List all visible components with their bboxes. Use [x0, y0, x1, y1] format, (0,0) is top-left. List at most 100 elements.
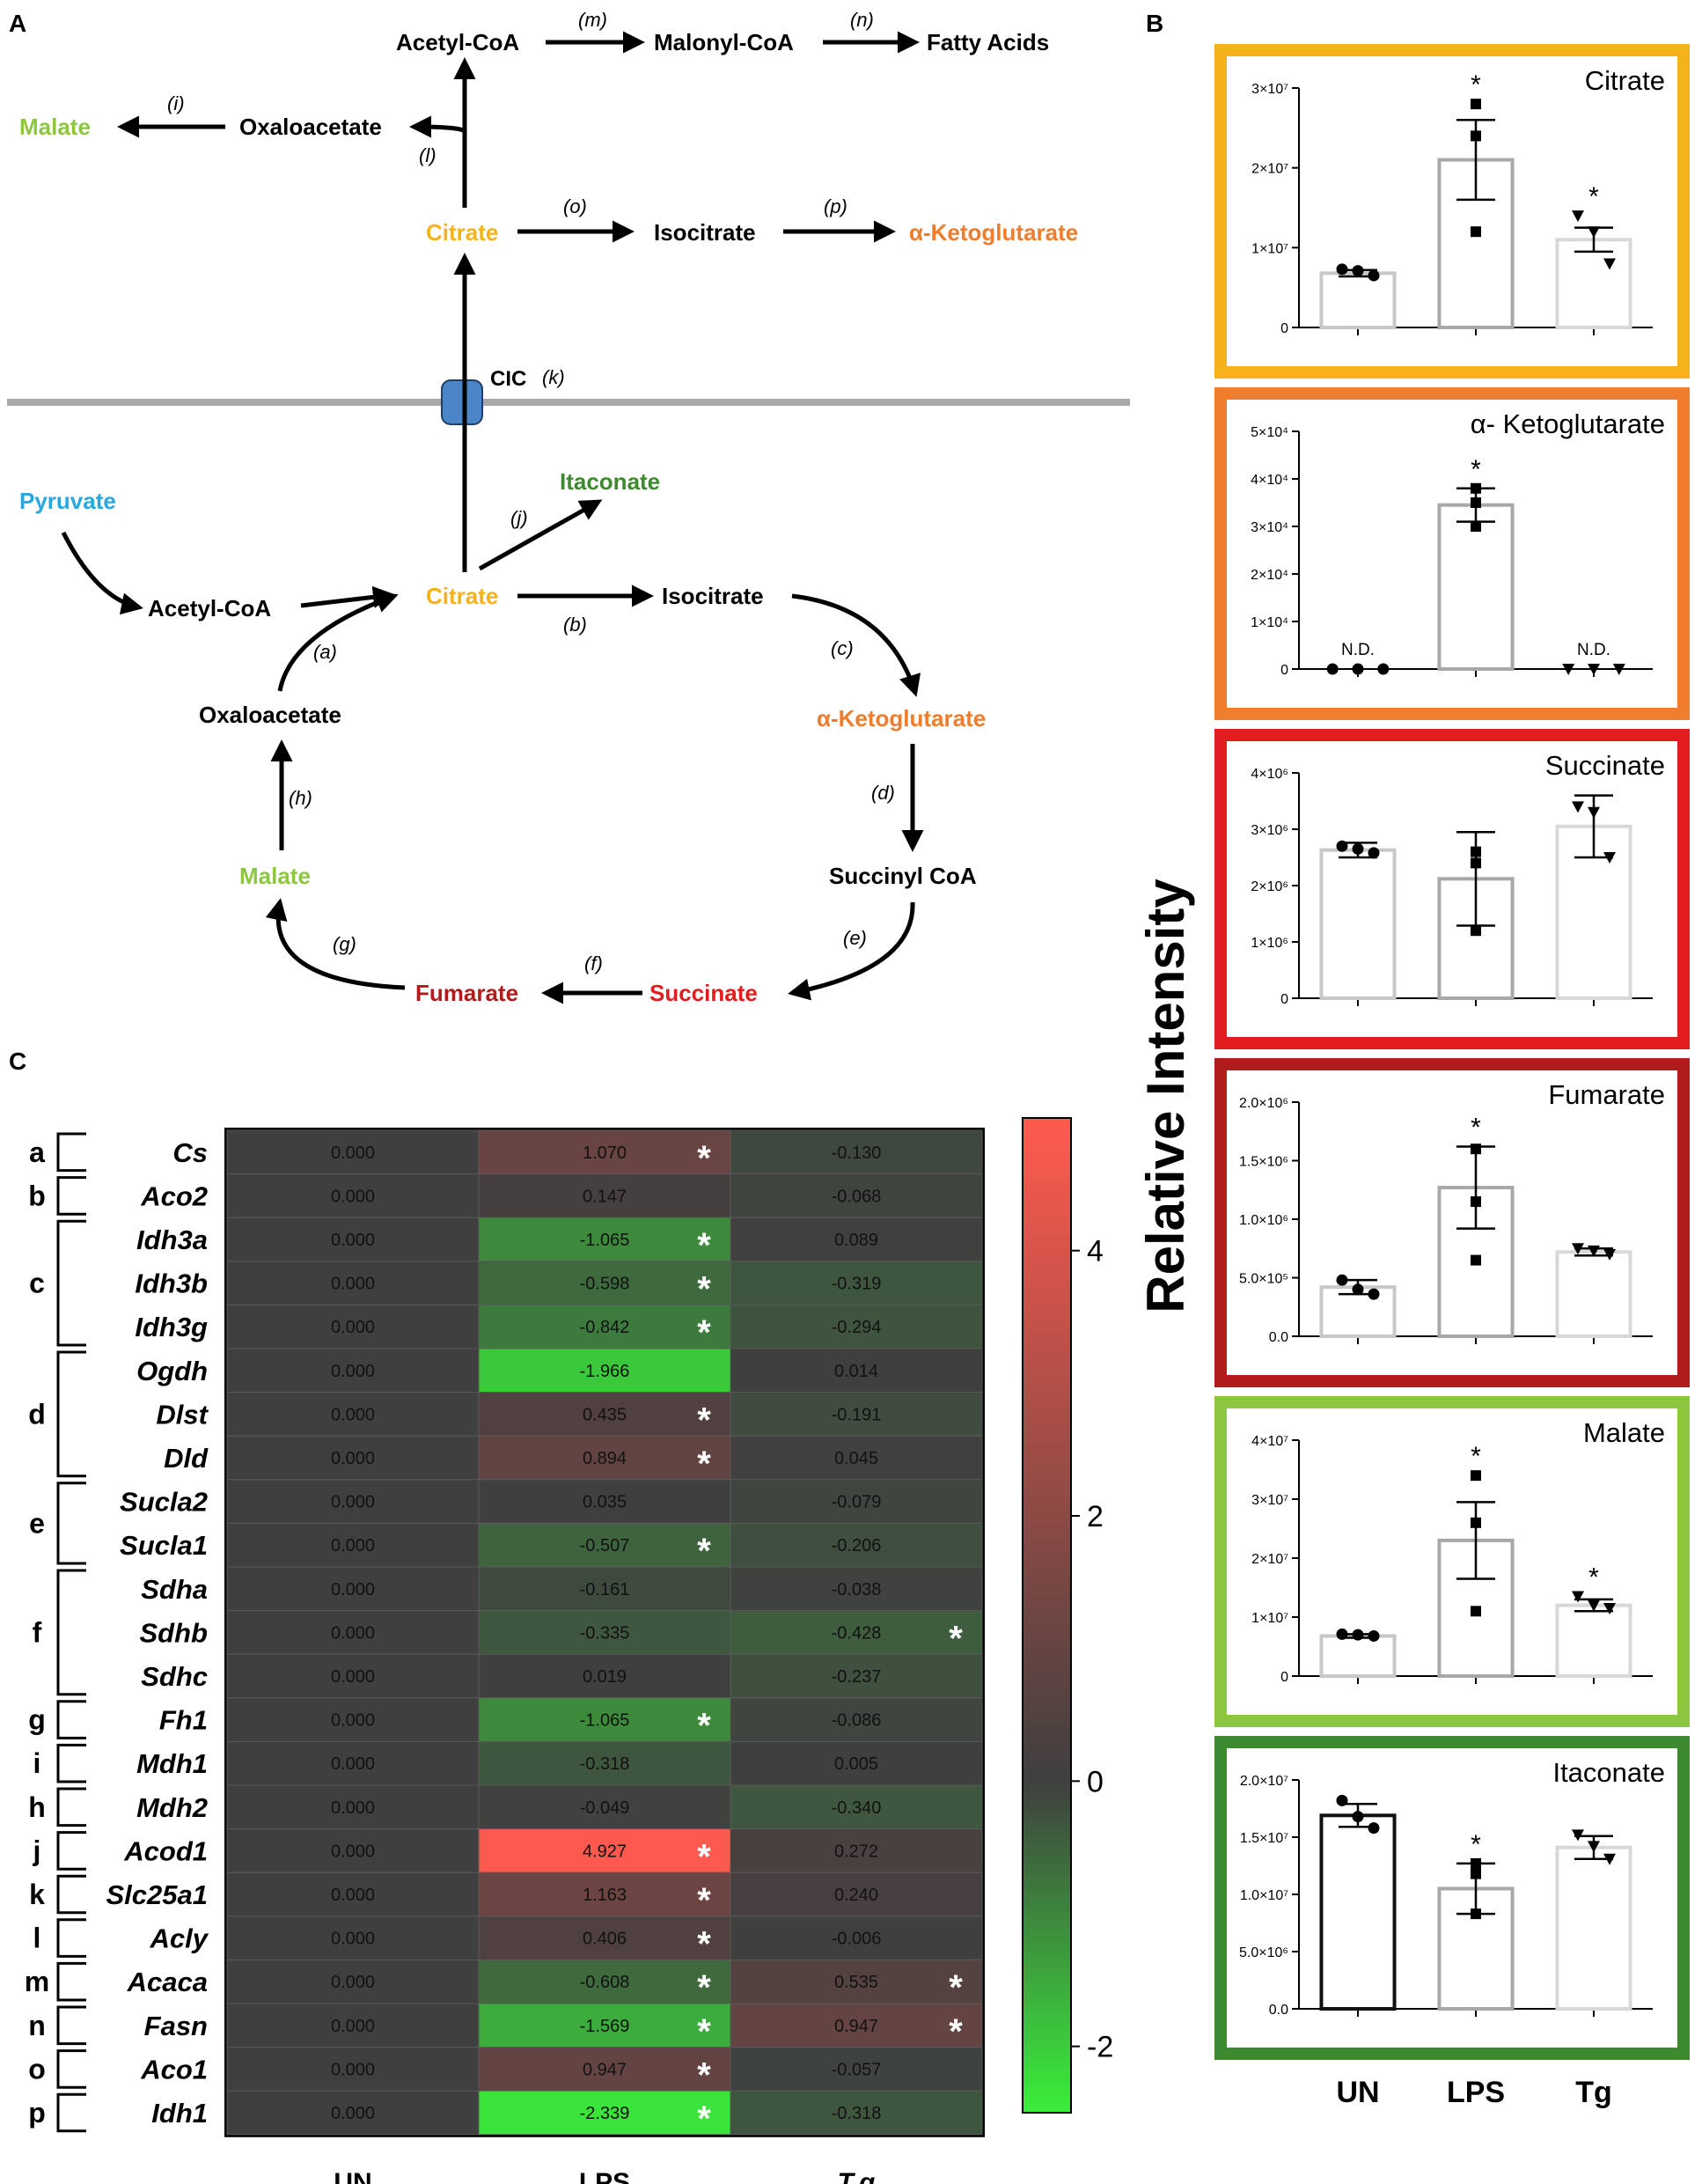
- heatmap-cell: [478, 1740, 731, 1786]
- data-point: [1471, 1857, 1481, 1869]
- heatmap-cell-value: 0.000: [331, 2104, 375, 2123]
- heatmap-cell-value: 0.147: [583, 1187, 627, 1206]
- y-tick-label: 2.0×10⁶: [1239, 1096, 1288, 1111]
- y-tick-label: 0: [1280, 663, 1288, 678]
- y-tick-label: 0.0: [1269, 1330, 1288, 1345]
- heatmap-cell-value: 0.000: [331, 1493, 375, 1512]
- heatmap-cell: [478, 1653, 731, 1699]
- significance-star: *: [697, 1313, 711, 1352]
- gene-label: Idh3a: [136, 1224, 208, 1255]
- heatmap-cell-value: -0.191: [832, 1405, 882, 1424]
- group-bracket: [56, 1569, 86, 1696]
- significance-star: *: [1471, 455, 1481, 484]
- gene-label: Fasn: [144, 2011, 208, 2041]
- heatmap-cell: [478, 1348, 731, 1393]
- heatmap-cell: [226, 2047, 480, 2092]
- gene-label: Acly: [150, 1923, 209, 1954]
- y-tick-label: 4×10⁷: [1251, 1434, 1288, 1449]
- heatmap-cell-value: 0.045: [834, 1449, 878, 1468]
- y-tick-label: 1.0×10⁶: [1239, 1213, 1288, 1228]
- y-tick-label: 0: [1280, 992, 1288, 1007]
- heatmap-cell-value: 0.000: [331, 1143, 375, 1163]
- metabolite-akg-mito: α-Ketoglutarate: [817, 705, 986, 732]
- y-tick-label: 5.0×10⁵: [1239, 1272, 1288, 1287]
- data-point: [1471, 925, 1481, 937]
- data-point: [1603, 852, 1616, 864]
- heatmap-cell-value: 0.272: [834, 1842, 878, 1861]
- y-tick-label: 5×10⁴: [1251, 425, 1288, 440]
- heatmap-cell-value: -0.079: [832, 1493, 882, 1512]
- heatmap-cell: [226, 2003, 480, 2048]
- heatmap-column-label: UN: [334, 2168, 371, 2184]
- heatmap-cell: [730, 1697, 983, 1742]
- data-point: [1572, 210, 1584, 223]
- gene-label: Sucla1: [120, 1530, 208, 1561]
- heatmap-cell: [478, 1697, 731, 1742]
- heatmap-cell-value: 0.000: [331, 1362, 375, 1381]
- heatmap-column-label: LPS: [579, 2168, 630, 2184]
- group-bracket: [56, 1961, 86, 2002]
- gene-label: Acod1: [123, 1835, 208, 1866]
- significance-star: *: [697, 1401, 711, 1439]
- group-letter: d: [28, 1398, 46, 1430]
- data-point: [1612, 664, 1625, 675]
- heatmap-cell-value: -0.057: [832, 2060, 882, 2079]
- data-point: [1471, 846, 1481, 857]
- data-point: [1603, 1248, 1616, 1261]
- data-point: [1368, 1629, 1380, 1642]
- group-bracket: [56, 1831, 86, 1871]
- group-bracket: [56, 1700, 86, 1739]
- heatmap-cell-value: 0.000: [331, 1449, 375, 1468]
- heatmap-cell-value: 0.435: [583, 1405, 627, 1424]
- bar-chart-1: α- Ketoglutarate01×10⁴2×10⁴3×10⁴4×10⁴5×1…: [1214, 387, 1690, 720]
- bar-charts-ylabel: Relative Intensity: [1136, 879, 1195, 1313]
- not-detected-label: N.D.: [1341, 641, 1375, 659]
- step-label-f: (f): [584, 952, 603, 974]
- heatmap-cell-value: -1.966: [580, 1362, 630, 1381]
- y-tick-label: 1×10⁷: [1251, 241, 1288, 256]
- bar-group-label: LPS: [1447, 2076, 1505, 2109]
- data-point: [1471, 1196, 1481, 1208]
- heatmap-cell: [478, 2003, 731, 2048]
- data-point: [1603, 1602, 1616, 1614]
- y-tick-label: 1.5×10⁶: [1239, 1155, 1288, 1170]
- data-point: [1326, 663, 1339, 675]
- heatmap-cell: [478, 1959, 731, 2004]
- heatmap-cell: [226, 1697, 480, 1742]
- data-point: [1603, 1853, 1616, 1865]
- data-point: [1572, 1591, 1584, 1603]
- heatmap-cell-value: -0.130: [832, 1143, 882, 1163]
- heatmap-cell: [730, 1828, 983, 1873]
- data-point: [1336, 263, 1348, 276]
- heatmap-cell-value: 1.070: [583, 1143, 627, 1163]
- heatmap-cell: [730, 1610, 983, 1655]
- significance-star: *: [697, 1925, 711, 1964]
- significance-star: *: [697, 1968, 711, 2007]
- group-letter: k: [29, 1879, 45, 1910]
- heatmap-cell: [226, 1392, 480, 1437]
- data-point: [1471, 1606, 1481, 1617]
- heatmap-cell-value: 0.000: [331, 1798, 375, 1818]
- gene-label: Sdha: [141, 1574, 208, 1605]
- significance-star: *: [697, 1837, 711, 1876]
- bar: [1319, 848, 1397, 1000]
- group-bracket: [56, 1350, 86, 1478]
- heatmap-cell: [730, 1916, 983, 1960]
- data-point: [1471, 1143, 1481, 1155]
- heatmap-cell: [226, 1916, 480, 1960]
- group-letter: a: [29, 1136, 45, 1168]
- metabolite-acetyl-coa-mito: Acetyl-CoA: [148, 595, 271, 621]
- data-point: [1352, 663, 1364, 675]
- group-bracket: [56, 1918, 86, 1958]
- heatmap-cell-value: 0.947: [834, 2017, 878, 2036]
- y-tick-label: 1.0×10⁷: [1240, 1888, 1288, 1903]
- heatmap-cell-value: -0.608: [580, 1973, 630, 1992]
- heatmap-cell-value: -2.339: [580, 2104, 630, 2123]
- heatmap-cell-value: 0.947: [583, 2060, 627, 2079]
- gene-label: Fh1: [159, 1705, 208, 1736]
- heatmap-cell-value: -0.237: [832, 1667, 882, 1687]
- colorbar-tick-label: 2: [1087, 1500, 1104, 1533]
- colorbar-tick-label: -2: [1087, 2031, 1113, 2064]
